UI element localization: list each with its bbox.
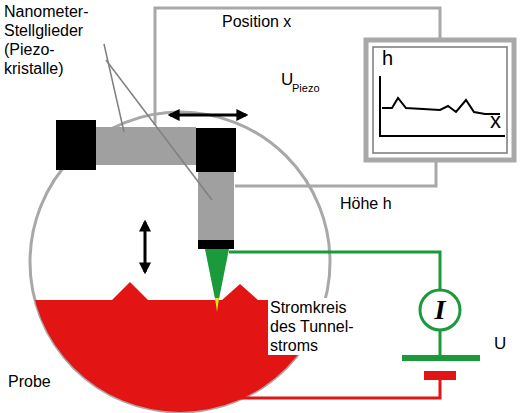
monitor-node: hx	[366, 40, 514, 160]
sample-wire	[200, 380, 440, 398]
piezo-joint	[196, 128, 236, 172]
circuit-wire	[439, 330, 442, 356]
tip	[205, 249, 229, 304]
leader-line	[104, 44, 124, 132]
leader-line	[106, 60, 212, 200]
height-wire	[235, 162, 436, 186]
node-text: x	[490, 110, 501, 132]
text-label: Position x	[222, 12, 291, 31]
graph-axes	[380, 76, 505, 136]
ammeter-circle	[420, 290, 460, 330]
tip-apex	[215, 298, 219, 312]
node-text: h	[382, 48, 393, 68]
z-motion-arrow	[144, 222, 147, 272]
x-motion-arrow	[170, 114, 246, 117]
monitor-frame	[366, 40, 514, 160]
circuit-wire	[229, 252, 440, 290]
ammeter-node: I	[420, 290, 460, 330]
text-label: Probe	[8, 372, 51, 391]
text-label: Stromkreis des Tunnel- stroms	[268, 298, 370, 355]
battery-plate-long	[402, 355, 480, 361]
text-label: U	[494, 334, 506, 353]
text-label: U	[281, 70, 293, 89]
battery-plate-short	[424, 371, 456, 380]
text-label: Höhe h	[340, 194, 392, 213]
graph-curve	[382, 98, 500, 114]
node-text: I	[435, 296, 446, 324]
piezo-mount	[56, 120, 96, 170]
monitor-screen	[373, 47, 507, 153]
text-label: Piezo	[292, 82, 320, 95]
text-label: Nanometer- Stellglieder (Piezo- kristall…	[4, 2, 104, 78]
tip-holder	[198, 240, 234, 249]
piezo-z	[198, 172, 234, 242]
